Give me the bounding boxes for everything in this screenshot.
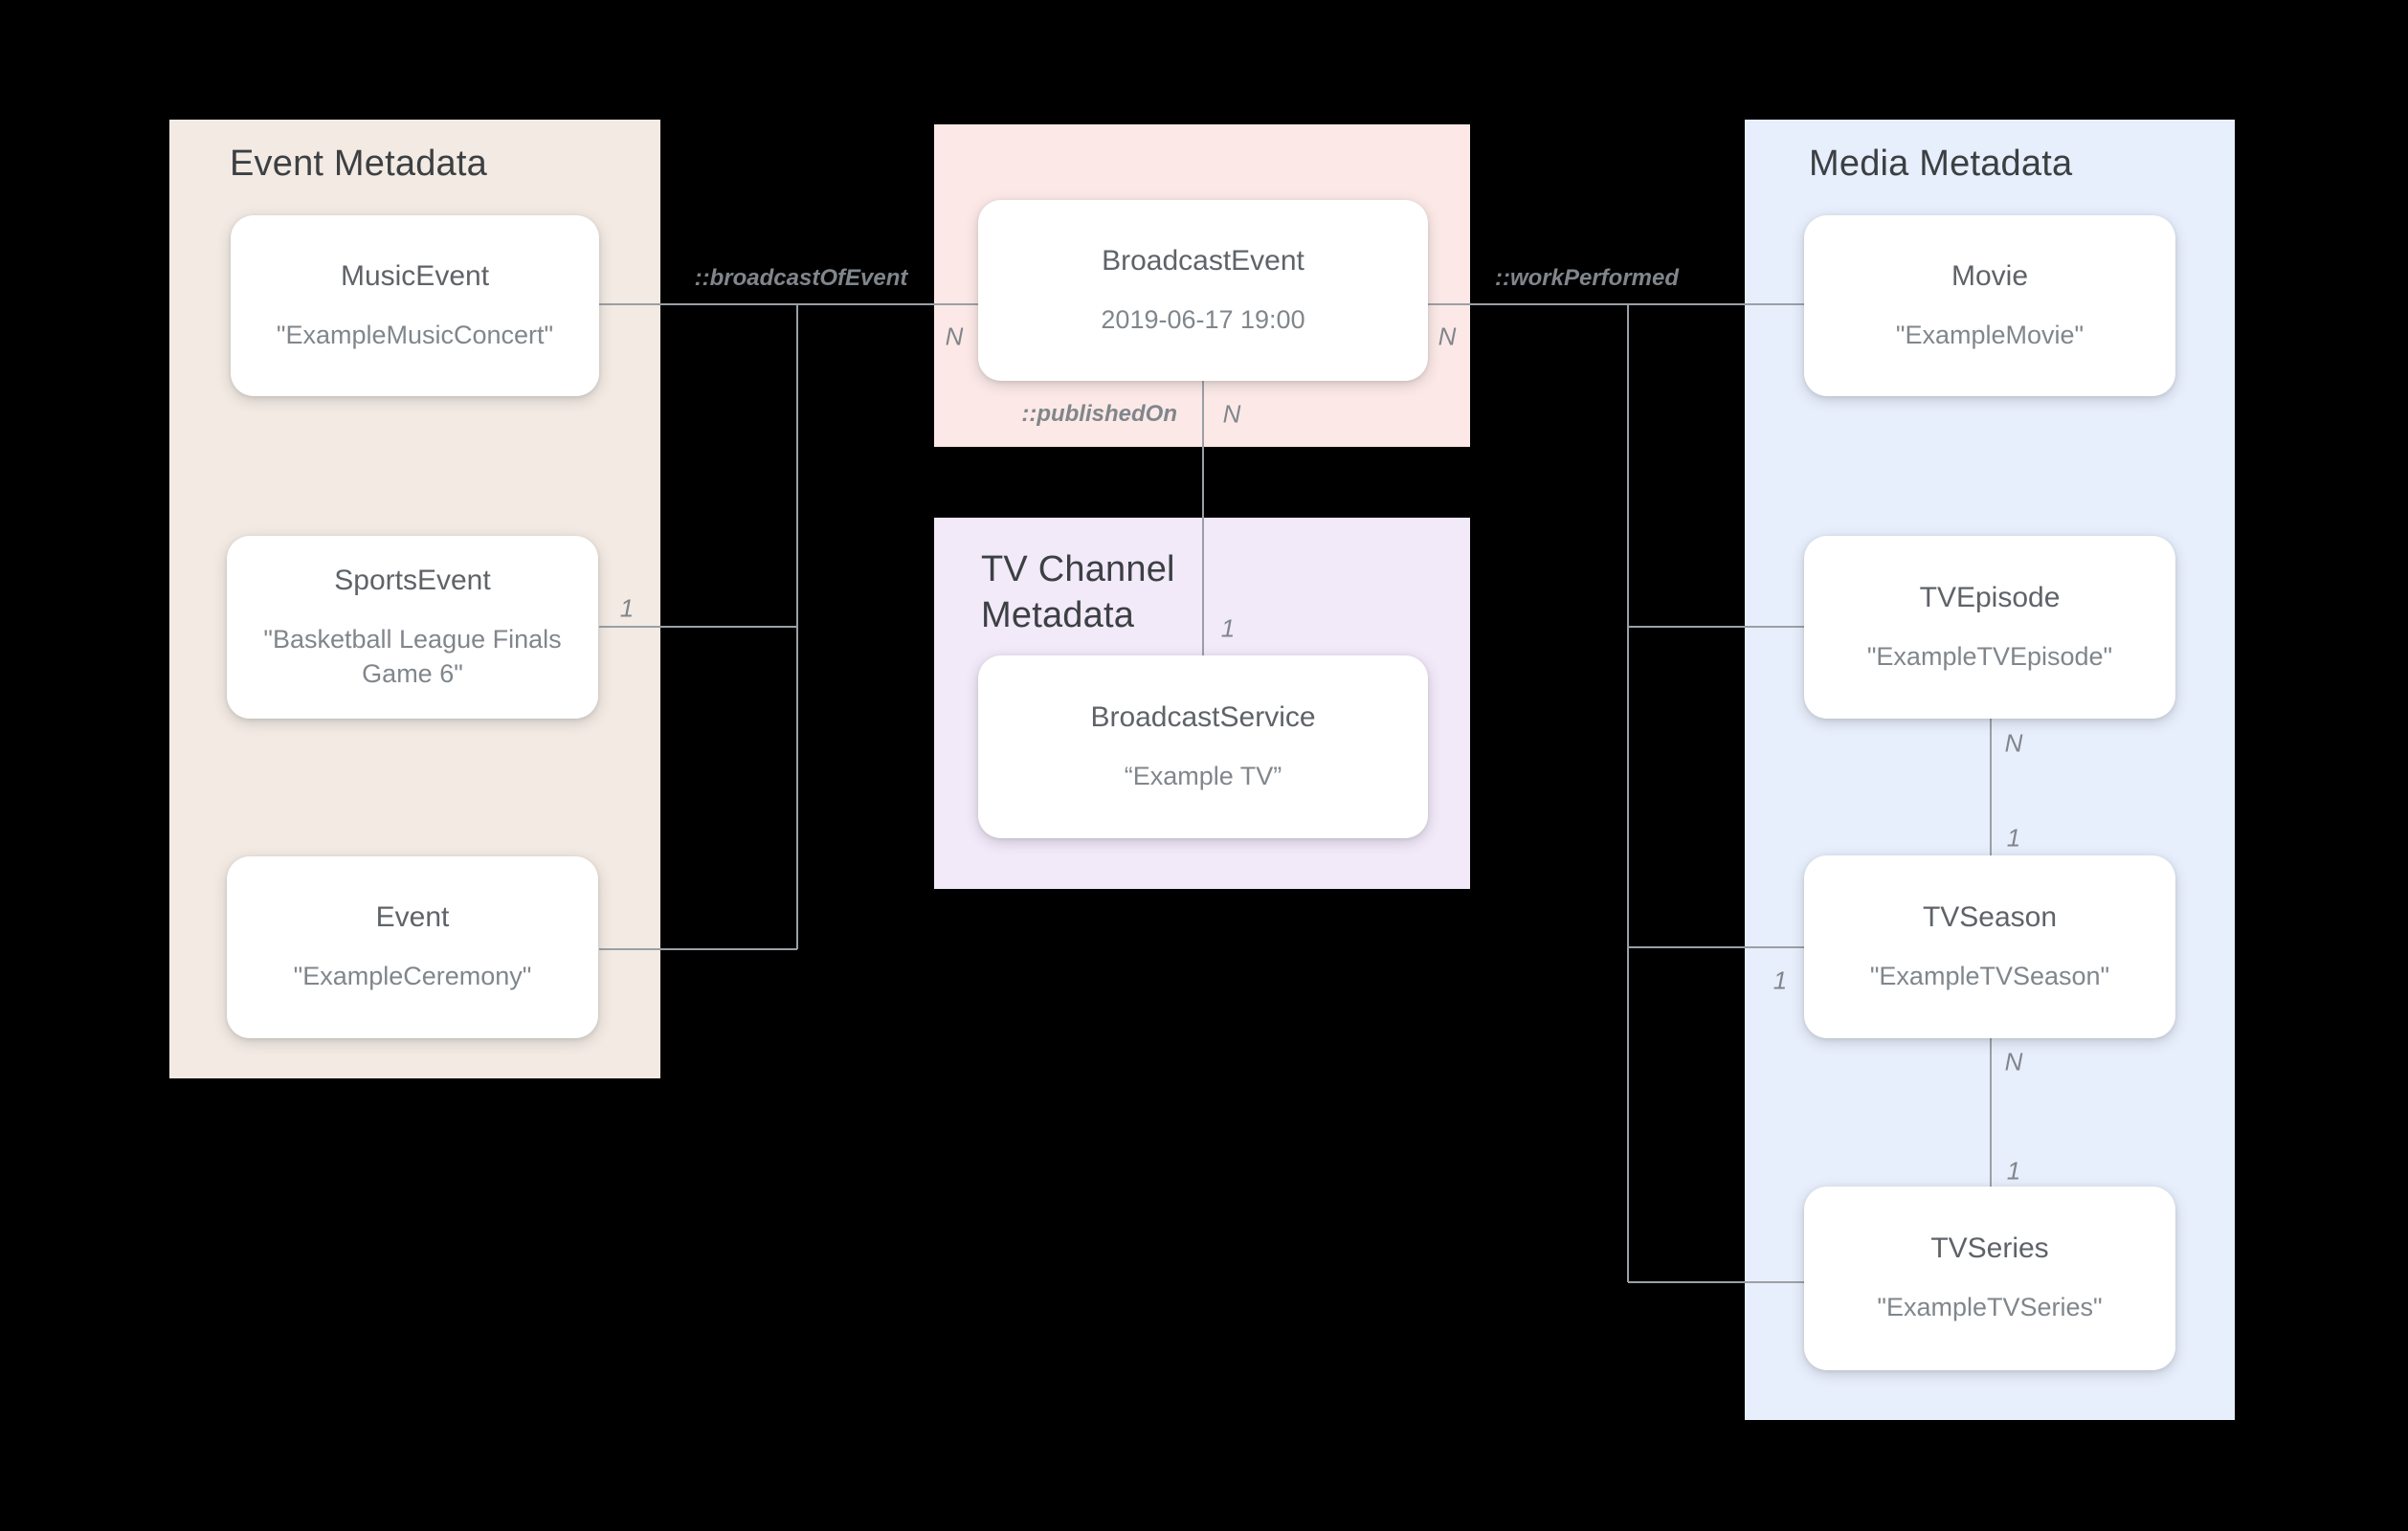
card-tv-series-value: "ExampleTVSeries" [1877,1293,2103,1321]
card-event-value: "ExampleCeremony" [293,962,532,990]
card-broadcast-event: BroadcastEvent 2019-06-17 19:00 [978,200,1428,381]
card-movie-title: Movie [1951,259,2029,292]
card-event-title: Event [375,901,450,933]
cardinality-episode-season-1: 1 [2006,823,2021,853]
panel-media-metadata-title: Media Metadata [1809,144,2073,184]
cardinality-tvseason-1: 1 [1773,965,1788,995]
edge-label-broadcastofevent: ::broadcastOfEvent [694,265,908,291]
card-tv-season: TVSeason "ExampleTVSeason" [1804,855,2175,1038]
card-broadcast-service: BroadcastService “Example TV” [978,655,1428,838]
cardinality-sportsevent-1: 1 [619,593,635,623]
cardinality-season-series-n: N [2004,1047,2023,1076]
card-sports-event: SportsEvent "Basketball League Finals Ga… [227,536,598,719]
card-event: Event "ExampleCeremony" [227,856,598,1038]
cardinality-workperformed-n: N [1438,322,1457,351]
edge-label-workperformed: ::workPerformed [1494,265,1680,291]
card-broadcast-service-value: “Example TV” [1124,761,1282,790]
cardinality-broadcastofevent-n: N [945,322,964,351]
card-tv-season-value: "ExampleTVSeason" [1869,961,2110,990]
card-music-event-title: MusicEvent [340,259,490,292]
edge-label-publishedon: ::publishedOn [1021,401,1177,427]
card-movie: Movie "ExampleMovie" [1804,215,2175,396]
card-tv-episode-value: "ExampleTVEpisode" [1866,641,2113,671]
card-movie-value: "ExampleMovie" [1895,320,2085,349]
card-tv-episode: TVEpisode "ExampleTVEpisode" [1804,536,2175,719]
panel-tv-channel-metadata-title: TV Channel Metadata [981,549,1175,635]
card-sports-event-value: "Basketball League Finals Game 6" [263,624,562,688]
card-tv-series: TVSeries "ExampleTVSeries" [1804,1187,2175,1370]
card-sports-event-title: SportsEvent [334,564,491,596]
card-tv-series-title: TVSeries [1930,1232,2049,1264]
card-broadcast-event-value: 2019-06-17 19:00 [1101,304,1305,334]
panel-event-metadata-title: Event Metadata [230,144,487,184]
card-music-event: MusicEvent "ExampleMusicConcert" [231,215,599,396]
card-broadcast-service-title: BroadcastService [1090,700,1316,733]
card-tv-episode-title: TVEpisode [1919,581,2061,613]
card-music-event-value: "ExampleMusicConcert" [276,320,554,349]
card-broadcast-event-title: BroadcastEvent [1102,244,1304,277]
cardinality-publishedon-1: 1 [1220,613,1236,643]
card-tv-season-title: TVSeason [1922,900,2058,933]
cardinality-publishedon-n: N [1222,399,1241,429]
cardinality-season-series-1: 1 [2006,1156,2021,1186]
cardinality-episode-season-n: N [2004,728,2023,758]
